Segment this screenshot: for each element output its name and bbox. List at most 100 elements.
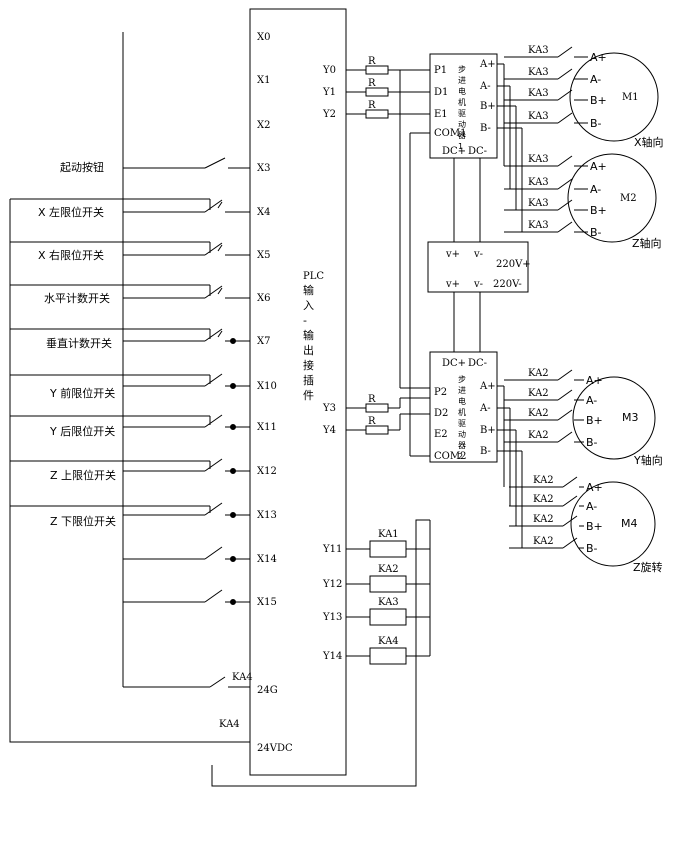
motor-terminal: A+ (590, 51, 607, 64)
relay-contact (562, 537, 578, 549)
plc-output-y12: Y12 (322, 579, 342, 590)
contact-label: KA2 (528, 388, 549, 399)
junction-dot (230, 556, 236, 562)
motor-axis-label: Y轴向 (633, 453, 663, 467)
contact-label: KA3 (528, 220, 549, 231)
plc-title-char: 插 (303, 373, 314, 387)
motor-terminal: B- (586, 542, 598, 555)
driver-title-char: 步 (458, 65, 466, 74)
driver-title-char: 器 (458, 441, 466, 450)
relay-coil-ka4 (369, 647, 407, 665)
driver-input-1: D1 (434, 87, 448, 98)
stepper-driver-2 (429, 351, 498, 463)
motor-terminal: A- (586, 394, 597, 407)
motor-m4 (570, 481, 656, 567)
switch-contact (204, 328, 223, 342)
driver-input-3: COM2 (434, 451, 466, 462)
driver-title-char: 机 (458, 407, 466, 417)
plc-input-24g: 24G (257, 685, 278, 696)
driver-dc-plus: DC+ (442, 146, 466, 157)
relay-contact (557, 46, 573, 58)
driver-input-1: D2 (434, 408, 448, 419)
motor-terminal: B+ (590, 94, 607, 107)
motor-terminal: A- (590, 73, 601, 86)
switch-label: Y 后限位开关 (49, 424, 115, 438)
junction-dot (230, 468, 236, 474)
relay-contact (562, 476, 578, 488)
plc-output-y14: Y14 (322, 651, 342, 662)
nc-bar (217, 330, 223, 338)
plc-input-x13: X13 (257, 510, 277, 521)
relay-coil-label: KA4 (378, 636, 399, 647)
driver-output-0: A+ (479, 59, 496, 70)
driver-title-char: 1 (458, 142, 463, 151)
ka4-contact (209, 676, 226, 688)
switch-contact (204, 285, 223, 299)
switch-contact (204, 502, 223, 516)
switch-label: X 左限位开关 (38, 205, 104, 219)
switch-contact (204, 242, 223, 256)
power-supply (427, 241, 529, 293)
plc-output-y3: Y3 (322, 403, 336, 414)
motor-terminal: A+ (586, 481, 603, 494)
motor-terminal: B+ (586, 414, 603, 427)
nc-bar (217, 201, 223, 209)
switch-label: Z 下限位开关 (50, 514, 116, 528)
plc-input-24vdc: 24VDC (257, 743, 293, 754)
ka4-coil-label: KA4 (219, 719, 240, 730)
plc-title-char: - (303, 314, 307, 327)
relay-contact (557, 389, 573, 401)
driver-dc-plus: DC+ (442, 358, 466, 369)
contact-label: KA3 (528, 177, 549, 188)
resistor (365, 425, 389, 435)
resistor-label: R (368, 56, 376, 67)
driver-output-3: B- (480, 123, 491, 134)
relay-contact (562, 515, 578, 527)
driver-input-2: E1 (434, 109, 448, 120)
plc-input-x10: X10 (257, 381, 277, 392)
plc-input-x7: X7 (257, 336, 270, 347)
junction-dot (230, 383, 236, 389)
plc-input-x3: X3 (257, 163, 270, 174)
plc-title-char: 出 (303, 343, 314, 357)
driver-output-2: B+ (480, 101, 496, 112)
motor-axis-label: X轴向 (634, 135, 664, 149)
relay-contact (557, 112, 573, 124)
driver-title-char: 驱 (458, 419, 466, 428)
driver-title-char: 电 (458, 396, 466, 406)
plc-title-char: 输 (303, 283, 314, 297)
plc-title-char: 输 (303, 328, 314, 342)
switch-label: X 右限位开关 (38, 248, 104, 262)
plc-input-x1: X1 (257, 75, 270, 86)
relay-contact (562, 495, 578, 507)
switch-contact (204, 414, 223, 428)
nc-bar (217, 287, 223, 295)
relay-contact (557, 221, 573, 233)
driver-title-char: 驱 (458, 109, 466, 118)
plc-output-y11: Y11 (322, 544, 342, 555)
plc-input-x5: X5 (257, 250, 270, 261)
junction-dot (230, 599, 236, 605)
driver-title-char: 机 (458, 97, 466, 107)
psu-v-plus-top: v+ (445, 249, 460, 260)
switch-contact (204, 157, 226, 169)
plc-output-y2: Y2 (322, 109, 336, 120)
driver-input-2: E2 (434, 429, 448, 440)
contact-label: KA2 (528, 368, 549, 379)
ka4-contact-label: KA4 (232, 672, 253, 683)
plc-input-x15: X15 (257, 597, 277, 608)
relay-contact (557, 89, 573, 101)
resistor-label: R (368, 416, 376, 427)
psu-v-minus-bottom: v- (473, 279, 483, 290)
plc-input-x6: X6 (257, 293, 270, 304)
junction-dot (230, 512, 236, 518)
contact-label: KA3 (528, 67, 549, 78)
resistor-label: R (368, 394, 376, 405)
psu-v-plus-bottom: v+ (445, 279, 460, 290)
relay-coil-label: KA2 (378, 564, 399, 575)
motor-terminal: A+ (590, 160, 607, 173)
motor-terminal: A+ (586, 374, 603, 387)
resistor-label: R (368, 78, 376, 89)
switch-contact (204, 199, 223, 213)
